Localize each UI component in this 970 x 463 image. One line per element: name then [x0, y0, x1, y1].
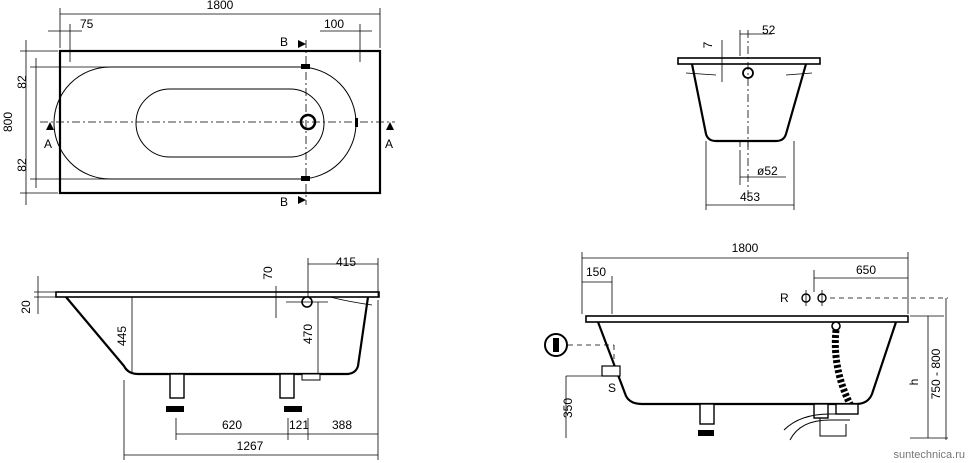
overflow-hose	[831, 329, 856, 410]
long-rim	[55, 291, 380, 298]
cross-base-width-label: 453	[740, 190, 760, 204]
cross-rim	[677, 57, 821, 65]
long-depth-label: 445	[115, 326, 129, 346]
top-left-offset-label: 75	[80, 17, 94, 31]
section-b-top-arrow	[298, 40, 306, 48]
cross-section-view	[677, 30, 821, 210]
top-right-offset-label: 100	[324, 17, 344, 31]
install-basin-outline	[596, 321, 898, 406]
cross-drain-offset-label: 52	[762, 23, 776, 37]
long-base-length-label: 1267	[237, 439, 264, 453]
supply-box	[601, 365, 621, 377]
long-rim-label: 20	[19, 300, 33, 314]
section-a-right-label: A	[385, 137, 393, 151]
cross-basin-outline	[690, 63, 808, 143]
cross-rim-height-label: 7	[701, 41, 715, 48]
top-view	[20, 8, 395, 205]
overflow-marker-top	[301, 64, 310, 69]
install-leg-right	[813, 403, 829, 419]
section-a-left-label: A	[44, 137, 52, 151]
section-a-left-arrow	[46, 122, 54, 130]
overflow-marker-bottom	[301, 176, 310, 181]
long-overflow-from-edge-label: 415	[336, 255, 356, 269]
install-length-label: 1800	[732, 241, 759, 255]
installation-view	[544, 252, 948, 441]
long-leg-right	[279, 373, 295, 399]
top-length-label: 1800	[207, 0, 234, 12]
section-a-right-arrow	[386, 122, 394, 130]
install-supply-height-label: 350	[561, 398, 575, 418]
install-supply-label: S	[608, 381, 616, 395]
long-drain-to-end-label: 388	[332, 418, 352, 432]
watermark: suntechnica.ru	[893, 449, 965, 461]
long-overflow-height-label: 470	[301, 324, 315, 344]
rim-marker	[355, 118, 358, 127]
section-b-top-label: B	[280, 35, 288, 49]
install-height-range-label: 750 - 800	[929, 348, 943, 399]
install-height-label: h	[907, 379, 921, 386]
section-b-bottom-arrow	[298, 196, 306, 204]
top-view-basin	[135, 88, 325, 158]
section-b-bottom-label: B	[280, 195, 288, 209]
top-width-label: 800	[1, 112, 15, 132]
install-leg-left	[699, 403, 715, 425]
install-tap-offset-label: 650	[856, 263, 876, 277]
long-section-view	[34, 258, 380, 460]
cross-drain-diameter-label: ø52	[757, 164, 778, 178]
install-left-offset-label: 150	[586, 265, 606, 279]
install-rim	[585, 315, 909, 323]
long-leg-left	[169, 373, 185, 399]
long-overflow-depth-label: 70	[261, 266, 275, 280]
top-inner-bottom-label: 82	[15, 158, 29, 172]
top-view-inner-rim	[53, 66, 357, 180]
long-leg-to-drain-label: 121	[289, 418, 309, 432]
install-tap-label: R	[780, 291, 789, 305]
top-inner-top-label: 82	[15, 75, 29, 89]
long-basin-outline	[65, 296, 370, 376]
long-legs-spacing-label: 620	[222, 418, 242, 432]
